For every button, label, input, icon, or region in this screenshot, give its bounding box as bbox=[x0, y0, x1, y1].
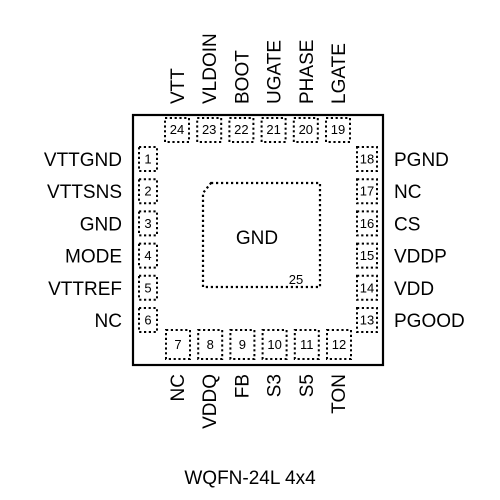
pin-number: 20 bbox=[299, 122, 313, 137]
pin-number: 15 bbox=[360, 248, 374, 263]
pin-pad bbox=[138, 242, 158, 269]
pin-number: 16 bbox=[360, 216, 374, 231]
exposed-pad-label: GND bbox=[236, 228, 278, 249]
pin-label: TON bbox=[329, 374, 350, 414]
pin-pad bbox=[356, 146, 378, 172]
pin-label: FB bbox=[232, 374, 253, 398]
pin-label: PGOOD bbox=[394, 311, 465, 332]
pin-number: 11 bbox=[300, 337, 314, 352]
pin-label: NC bbox=[95, 311, 122, 332]
pins-layer: 1VTTGND2VTTSNS3GND4MODE5VTTREF6NC7NC8VDD… bbox=[44, 33, 465, 429]
pin-label: PGND bbox=[394, 150, 449, 171]
pin-number: 23 bbox=[202, 122, 216, 137]
package-caption: WQFN-24L 4x4 bbox=[184, 468, 316, 489]
pin-pad bbox=[138, 210, 158, 237]
pin-label: VDDP bbox=[394, 247, 447, 268]
pin-pad bbox=[138, 146, 158, 172]
pin-pad bbox=[356, 242, 378, 269]
pin-pad bbox=[138, 274, 158, 301]
pin-label: VDDQ bbox=[200, 374, 221, 429]
pin-label: NC bbox=[394, 182, 421, 203]
pin-label: MODE bbox=[65, 247, 122, 268]
pin-pad bbox=[356, 178, 378, 205]
pin-number: 19 bbox=[331, 122, 345, 137]
pin-pad bbox=[356, 210, 378, 237]
pin-label: GND bbox=[80, 214, 122, 235]
exposed-pad-outline bbox=[201, 181, 322, 289]
pin-number: 12 bbox=[332, 337, 346, 352]
pin-label: VLDOIN bbox=[200, 33, 221, 104]
pin-label: LGATE bbox=[329, 43, 350, 104]
pin-number: 4 bbox=[144, 248, 151, 263]
pin-pad bbox=[261, 329, 288, 360]
pin-number: 3 bbox=[144, 216, 151, 231]
pin-pad bbox=[165, 329, 191, 360]
pin-number: 8 bbox=[207, 337, 214, 352]
pin-number: 18 bbox=[360, 152, 374, 167]
pin-label: VTTREF bbox=[48, 279, 122, 300]
pin-label: VTTGND bbox=[44, 150, 122, 171]
pin-number: 13 bbox=[360, 313, 374, 328]
pin-number: 2 bbox=[144, 184, 151, 199]
pin-label: NC bbox=[168, 374, 189, 401]
pin-pad bbox=[356, 307, 378, 333]
pin-pad bbox=[229, 329, 256, 360]
pin-number: 17 bbox=[360, 184, 374, 199]
pin-label: VTTSNS bbox=[47, 182, 122, 203]
pin-label: S3 bbox=[265, 374, 286, 397]
pin-label: CS bbox=[394, 214, 420, 235]
pin-number: 7 bbox=[174, 337, 181, 352]
pin-number: 9 bbox=[239, 337, 246, 352]
pin-pad bbox=[356, 274, 378, 301]
exposed-pad-number: 25 bbox=[289, 272, 303, 287]
pin-label: S5 bbox=[297, 374, 318, 397]
pin-number: 14 bbox=[360, 280, 374, 295]
pin-label: VTT bbox=[168, 68, 189, 104]
pin-label: UGATE bbox=[265, 40, 286, 104]
pin-pad bbox=[326, 329, 352, 360]
package-outline bbox=[131, 113, 385, 367]
pin-number: 6 bbox=[144, 313, 151, 328]
pin-number: 21 bbox=[266, 122, 280, 137]
pin-pad bbox=[293, 329, 320, 360]
pin-number: 10 bbox=[267, 337, 281, 352]
pin-pad bbox=[138, 307, 158, 333]
pin-label: VDD bbox=[394, 279, 434, 300]
pin-label: BOOT bbox=[232, 50, 253, 104]
pin-pad bbox=[197, 329, 224, 360]
pin-pad bbox=[138, 178, 158, 205]
pin-number: 1 bbox=[144, 152, 151, 167]
pin-number: 5 bbox=[144, 280, 151, 295]
pin-label: PHASE bbox=[297, 40, 318, 104]
pin-number: 22 bbox=[234, 122, 248, 137]
pin-number: 24 bbox=[170, 122, 184, 137]
